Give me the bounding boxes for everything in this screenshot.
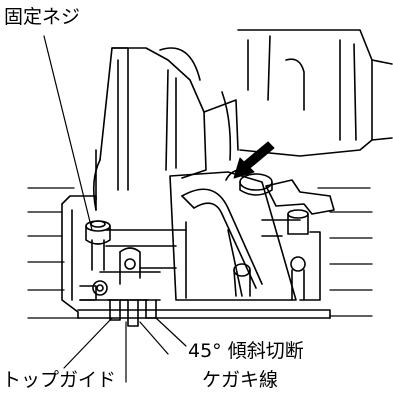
bevel-lever [261, 179, 335, 301]
leader-lines [43, 35, 187, 383]
bevel-bracket [169, 171, 297, 301]
bevel-cut-label: 45° 傾斜切断 [188, 340, 304, 362]
arrow-down-left-icon [233, 141, 275, 179]
workpiece-lines [27, 187, 373, 319]
fixing-screw [85, 220, 111, 296]
scribe-line-label: ケガキ線 [202, 369, 279, 391]
motor-housing [92, 29, 393, 211]
guide-rod [119, 247, 177, 285]
top-guide [107, 299, 161, 327]
top-guide-label: トップガイド [2, 369, 117, 391]
fixing-screw-label: 固定ネジ [4, 6, 81, 28]
